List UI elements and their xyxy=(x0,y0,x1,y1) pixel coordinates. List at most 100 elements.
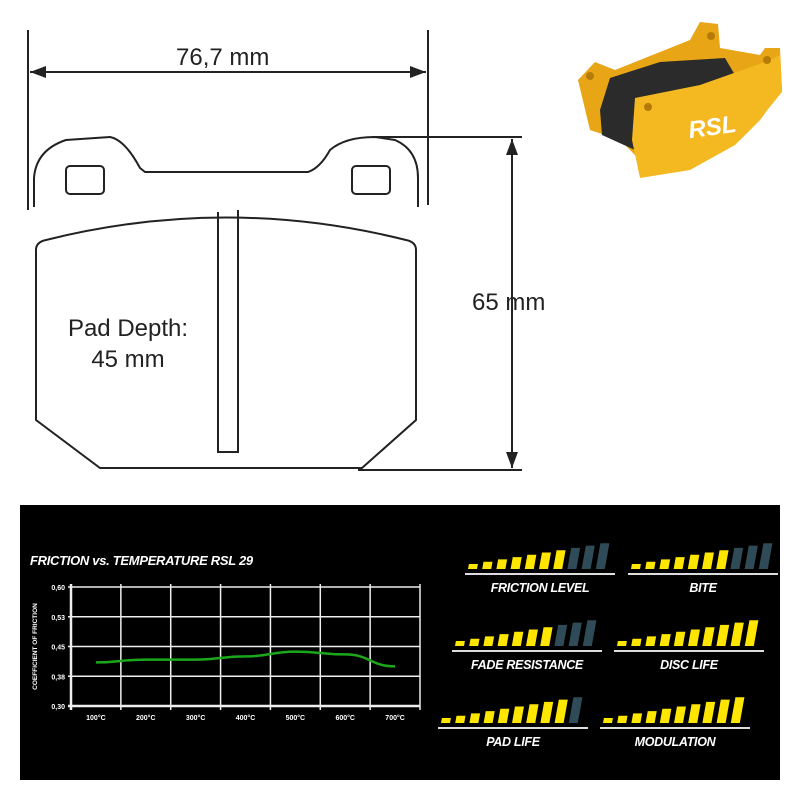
brake-pad-product-image: RSL xyxy=(578,22,782,178)
rating-bar xyxy=(526,629,538,646)
rating-bar xyxy=(482,561,493,569)
y-axis-label: COEFFICIENT OF FRICTION xyxy=(32,603,39,690)
width-label: 76,7 mm xyxy=(176,44,270,71)
rating-bars xyxy=(617,620,759,646)
rating-bar xyxy=(716,550,729,569)
rating-bar xyxy=(468,564,478,569)
friction-curve xyxy=(95,650,396,668)
rating-bar xyxy=(659,634,671,646)
rating-bar xyxy=(540,627,553,646)
height-label: 65 mm xyxy=(472,289,546,316)
rating-bars xyxy=(468,543,610,569)
rating-bar xyxy=(554,624,568,646)
rating-bar xyxy=(631,638,642,646)
y-tick-label: 0,53 xyxy=(51,615,65,622)
rating-bar xyxy=(645,711,657,723)
rating-bar xyxy=(511,631,524,646)
rating-bars xyxy=(603,697,745,723)
backing-plate-outline xyxy=(33,135,419,207)
rating-label: PAD LIFE xyxy=(486,735,540,749)
rating-bar xyxy=(497,708,510,723)
rating-bar xyxy=(568,622,582,646)
rating-bar xyxy=(455,641,465,646)
x-tick-label: 200°C xyxy=(136,714,156,722)
rating-bar xyxy=(526,704,539,723)
y-tick-label: 0,30 xyxy=(51,704,65,711)
rating-bar xyxy=(617,715,628,723)
rating-label: FRICTION LEVEL xyxy=(490,581,590,595)
x-tick-label: 400°C xyxy=(236,714,256,722)
rating-bar xyxy=(631,713,643,723)
rating-bar xyxy=(469,713,481,723)
rating-bar xyxy=(524,554,537,569)
rating-bar xyxy=(441,718,451,723)
x-tick-label: 700°C xyxy=(385,714,405,722)
rating-bar xyxy=(497,634,509,646)
rating-bar xyxy=(645,636,657,646)
dimension-arrows xyxy=(30,66,518,468)
rating-bar xyxy=(673,631,686,646)
rating-bar xyxy=(673,557,685,569)
rating-bar xyxy=(582,620,597,646)
rating-bars xyxy=(631,543,773,569)
rating-divider xyxy=(600,727,750,729)
pad-technical-drawing: RSL xyxy=(27,22,782,471)
rating-label: BITE xyxy=(689,581,717,595)
rating-bar xyxy=(674,706,686,723)
rating-bar xyxy=(702,701,716,723)
rating-bar xyxy=(567,547,581,569)
rating-bar xyxy=(716,624,730,646)
rating-bar xyxy=(730,547,744,569)
rating-bar xyxy=(455,715,466,723)
rating-bar xyxy=(617,641,627,646)
rating-bar xyxy=(568,697,583,723)
pad-depth-label: Pad Depth: xyxy=(67,315,189,342)
rating-bar xyxy=(469,638,480,646)
rating-bar xyxy=(496,559,508,569)
rating-divider xyxy=(465,573,615,575)
rating-bars xyxy=(441,697,583,723)
x-tick-label: 300°C xyxy=(186,714,206,722)
x-tick-label: 100°C xyxy=(86,714,106,722)
rating-bar xyxy=(595,543,610,569)
rating-bar xyxy=(540,701,554,723)
x-tick-label: 500°C xyxy=(286,714,306,722)
y-tick-label: 0,38 xyxy=(51,674,65,681)
pad-depth-value: 45 mm xyxy=(91,346,165,373)
rating-bar xyxy=(645,561,656,569)
rating-divider xyxy=(628,573,778,575)
rating-label: MODULATION xyxy=(634,735,716,749)
rating-bar xyxy=(687,554,700,569)
rating-bar xyxy=(688,629,700,646)
rating-bar xyxy=(510,557,522,569)
rating-bar xyxy=(730,697,745,723)
rating-label: FADE RESISTANCE xyxy=(471,658,583,672)
center-slot xyxy=(217,210,239,453)
rating-divider xyxy=(438,727,588,729)
rating-bar xyxy=(554,699,568,723)
mounting-hole-left xyxy=(65,165,105,195)
rating-label: DISC LIFE xyxy=(660,658,718,672)
rating-bar xyxy=(553,550,566,569)
rsl-logo: RSL xyxy=(687,111,738,144)
rating-bar xyxy=(581,545,595,569)
rating-bar xyxy=(744,620,759,646)
rating-bar xyxy=(659,708,672,723)
rating-bar xyxy=(512,706,524,723)
rating-bar xyxy=(631,564,641,569)
rating-bar xyxy=(483,636,495,646)
rating-divider xyxy=(452,650,602,652)
rating-bar xyxy=(730,622,744,646)
rating-bar xyxy=(702,627,715,646)
friction-material-outline xyxy=(35,216,417,469)
rating-bar xyxy=(758,543,773,569)
rating-bar xyxy=(659,559,671,569)
rating-bar xyxy=(603,718,613,723)
rating-bar xyxy=(483,711,495,723)
y-tick-label: 0,60 xyxy=(51,585,65,592)
rating-bar xyxy=(716,699,730,723)
rating-bars xyxy=(455,620,597,646)
